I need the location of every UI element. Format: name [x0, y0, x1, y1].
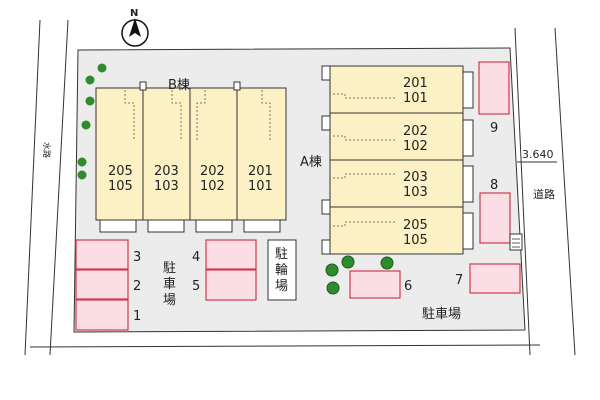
a-unit-4-bottom: 105	[403, 233, 428, 248]
b-unit-3-bottom: 102	[200, 179, 225, 194]
road-line-right-outer	[554, 27, 576, 356]
a-unit-2-top: 202	[403, 124, 428, 139]
tree-icon	[77, 170, 87, 180]
parking-slots	[75, 61, 521, 331]
building-a-label: A棟	[300, 155, 322, 170]
trees-bottom	[325, 255, 394, 295]
road-line-bottom	[29, 344, 541, 348]
parking-slot-8	[479, 192, 511, 244]
parking-slot-1	[75, 299, 129, 331]
compass-icon: N	[121, 8, 149, 47]
trees-left	[77, 63, 107, 180]
building-b	[95, 81, 287, 233]
b-unit-2-bottom: 103	[154, 179, 179, 194]
parking-slot-2	[75, 269, 129, 300]
parking-slot-9	[478, 61, 510, 115]
parking-slot-4-label: 4	[192, 250, 200, 265]
tree-icon	[97, 63, 107, 73]
road-width-label: 3.640	[522, 148, 554, 161]
parking-slot-5-label: 5	[192, 279, 200, 294]
building-a	[321, 65, 474, 255]
b-unit-1-top: 205	[108, 164, 133, 179]
building-b-label: B棟	[168, 78, 190, 93]
bicycle-label-char-3: 場	[275, 279, 288, 294]
parking-bottom-label: 駐車場	[422, 307, 461, 322]
a-unit-3-bottom: 103	[403, 185, 428, 200]
parking-left-label-char-3: 場	[163, 293, 176, 308]
tree-icon	[325, 263, 339, 277]
road-line-left-outer	[24, 19, 41, 356]
bicycle-label-char-2: 輪	[275, 262, 288, 278]
a-unit-1-top: 201	[403, 76, 428, 91]
tree-icon	[380, 256, 394, 270]
tree-icon	[341, 255, 355, 269]
a-unit-2-bottom: 102	[403, 139, 428, 154]
parking-left-label-char-2: 車	[163, 277, 176, 292]
tree-icon	[81, 120, 91, 130]
parking-slot-3	[75, 239, 129, 270]
a-unit-4-top: 205	[403, 218, 428, 233]
tree-icon	[85, 75, 95, 85]
parking-slot-8-label: 8	[490, 178, 498, 193]
parking-slot-2-label: 2	[133, 279, 141, 294]
road-line-left-inner	[49, 19, 69, 356]
bicycle-parking	[267, 239, 297, 301]
parking-slot-7-label: 7	[455, 273, 463, 288]
compass-north-label: N	[130, 8, 138, 19]
utility-box	[509, 233, 523, 251]
b-unit-2-top: 203	[154, 164, 179, 179]
b-unit-3-top: 202	[200, 164, 225, 179]
b-unit-4-top: 201	[248, 164, 273, 179]
parking-slot-3-label: 3	[133, 250, 141, 265]
a-unit-1-bottom: 101	[403, 91, 428, 106]
parking-left-label-char-1: 駐	[163, 261, 176, 276]
parking-slot-7	[469, 263, 521, 294]
tree-icon	[326, 281, 340, 295]
road-right-label: 道路	[533, 187, 555, 201]
bicycle-label-char-1: 駐	[275, 247, 288, 262]
parking-slot-5	[205, 269, 257, 301]
road-line-right-inner	[514, 27, 531, 356]
parking-slot-4	[205, 239, 257, 270]
b-unit-1-bottom: 105	[108, 179, 133, 194]
parking-slot-1-label: 1	[133, 309, 141, 324]
parking-slot-9-label: 9	[490, 121, 498, 136]
a-unit-3-top: 203	[403, 170, 428, 185]
tree-icon	[85, 96, 95, 106]
parking-slot-6-label: 6	[404, 279, 412, 294]
b-unit-4-bottom: 101	[248, 179, 273, 194]
water-channel-label: 水路	[42, 142, 52, 158]
parking-slot-6	[349, 270, 401, 299]
tree-icon	[77, 157, 87, 167]
